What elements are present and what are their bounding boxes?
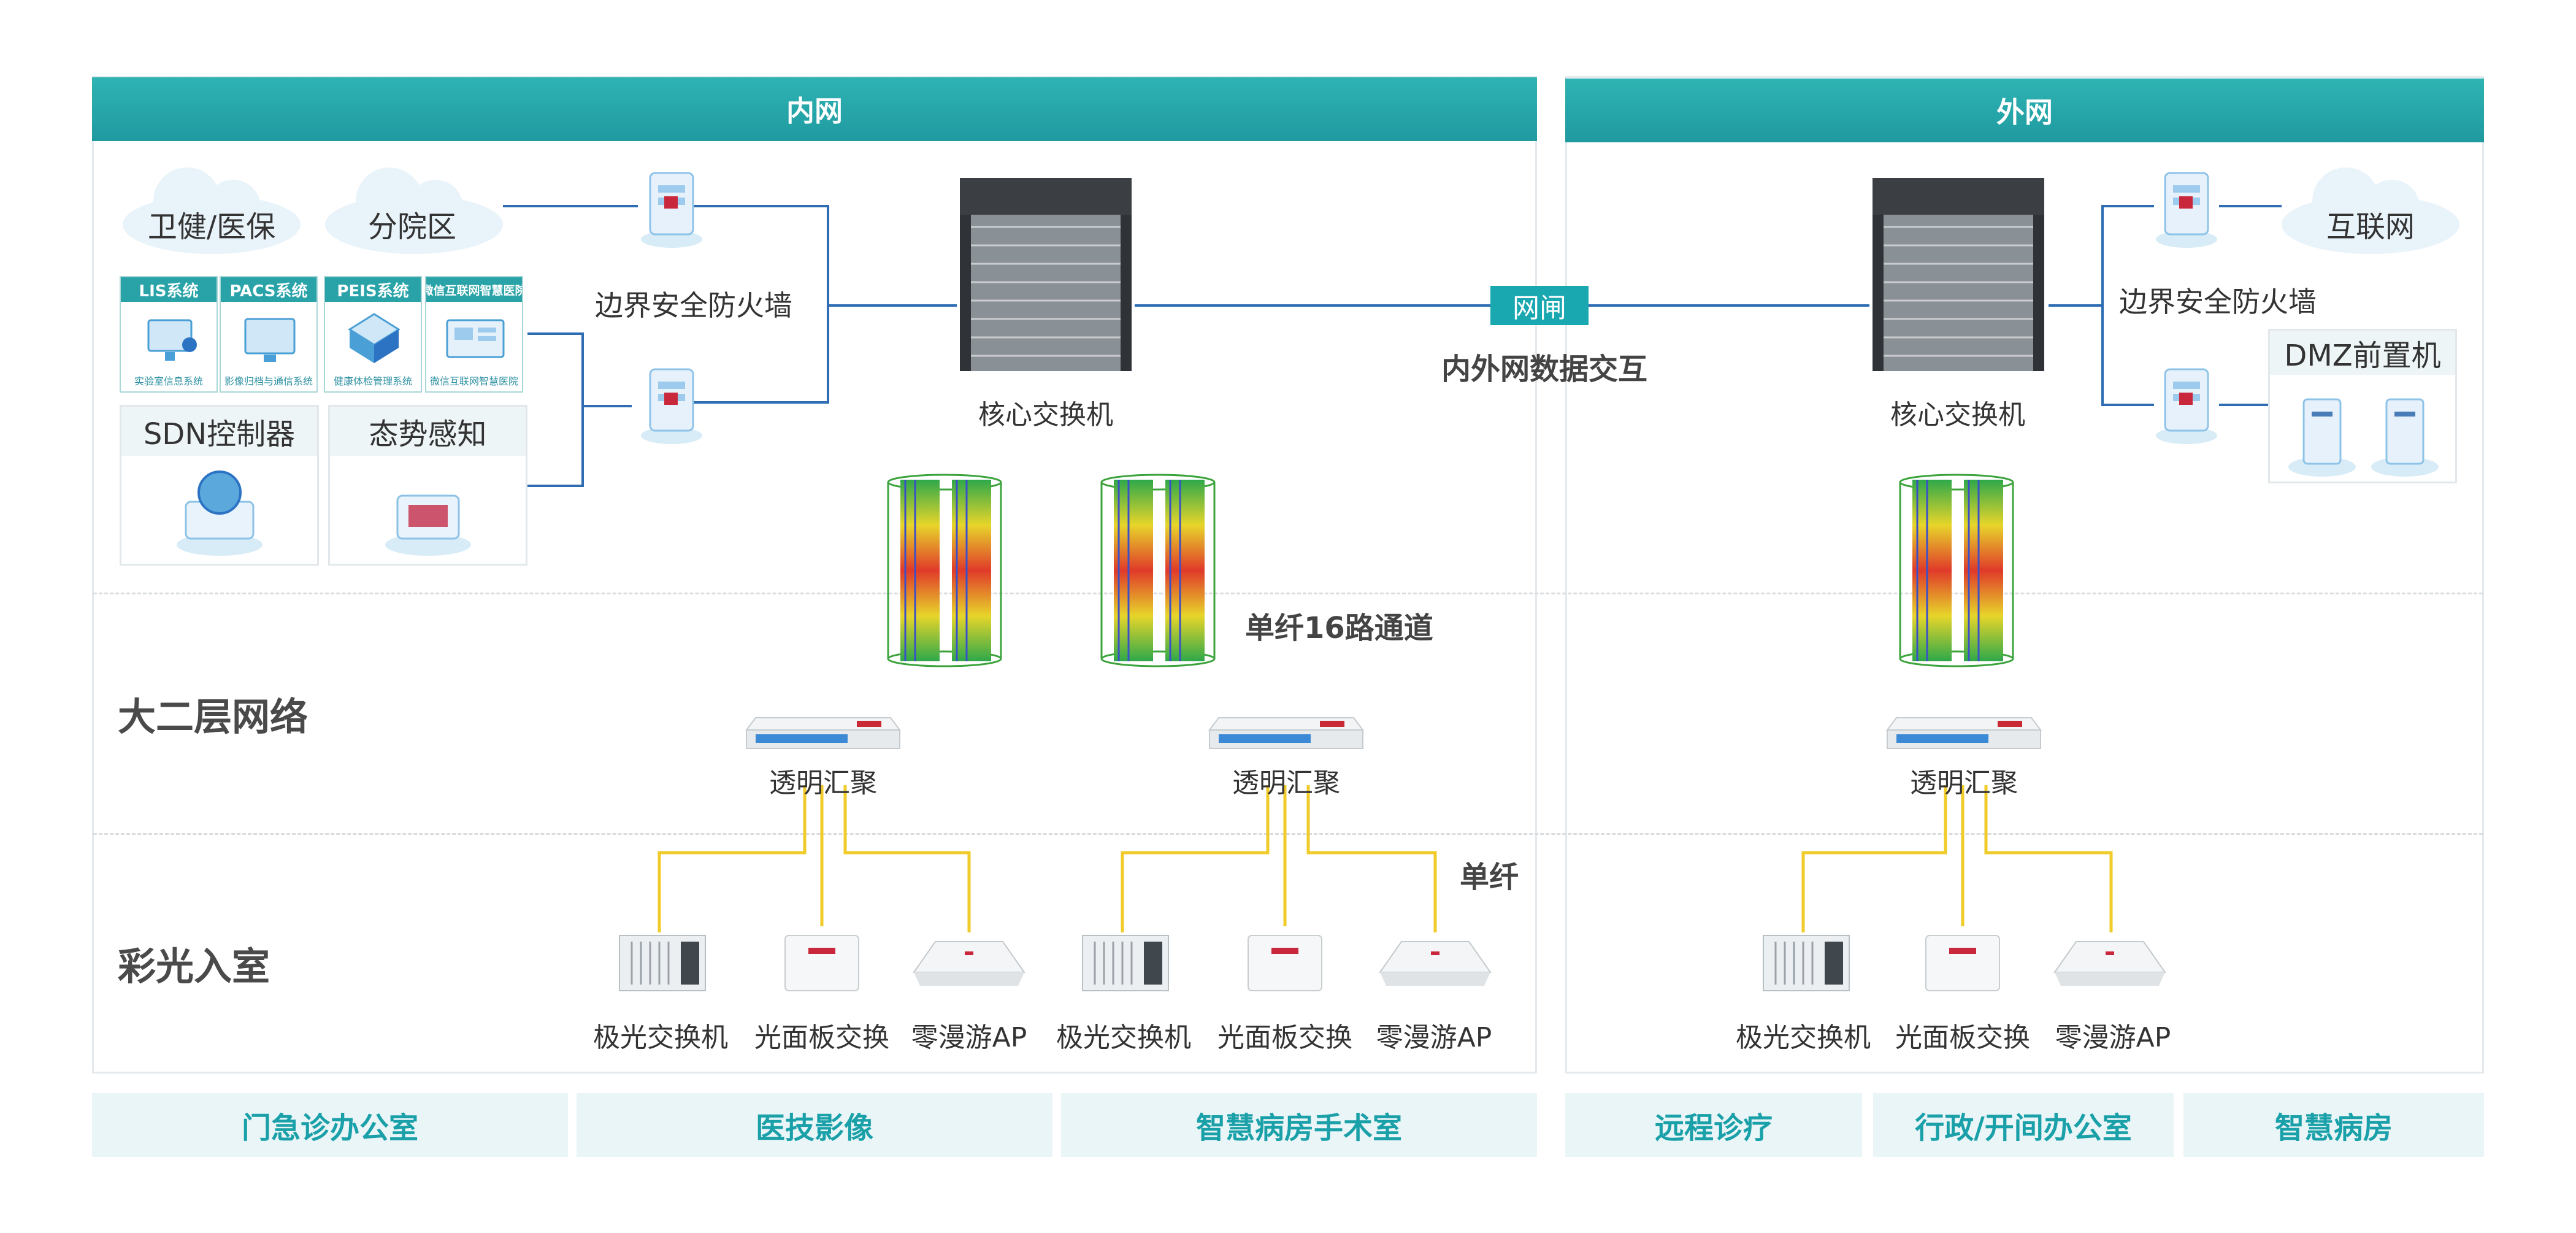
core-switch-label: 核心交换机 bbox=[1890, 399, 2025, 431]
aggregation-label: 透明汇聚 bbox=[1910, 767, 2018, 799]
layer-divider bbox=[93, 593, 2483, 594]
single-fiber-label: 单纤 bbox=[1460, 860, 1519, 894]
system-card-subtitle: 微信互联网智慧医院 bbox=[429, 375, 518, 387]
device-label-ap: 零漫游AP bbox=[2055, 1022, 2171, 1053]
aggregation-device-icon bbox=[745, 717, 901, 749]
smart-hospital-icon bbox=[446, 319, 505, 358]
gateway-badge: 网闸 bbox=[1490, 286, 1589, 325]
cloud-label-wj: 卫健/医保 bbox=[147, 210, 276, 244]
system-card-title: LIS系统 bbox=[121, 277, 217, 302]
device-label-panel: 光面板交换 bbox=[1217, 1022, 1352, 1053]
inner-network-panel bbox=[92, 76, 1537, 1074]
system-card-title: PACS系统 bbox=[221, 277, 316, 302]
device-label-switch: 极光交换机 bbox=[1736, 1022, 1871, 1053]
ap-device-icon bbox=[1379, 941, 1492, 986]
sdn-controller-box: SDN控制器 bbox=[120, 405, 319, 566]
server-icon bbox=[2288, 398, 2439, 477]
firewall-label: 边界安全防火墙 bbox=[2119, 285, 2317, 318]
inner-network-header: 内网 bbox=[92, 77, 1537, 141]
cloud-label-hlw: 互联网 bbox=[2326, 210, 2415, 244]
device-label-ap: 零漫游AP bbox=[1376, 1022, 1492, 1053]
aggregation-label: 透明汇聚 bbox=[769, 767, 877, 799]
zone-label: 智慧病房 bbox=[2183, 1093, 2484, 1157]
system-card-pacs: PACS系统 影像归档与通信系统 bbox=[220, 276, 318, 393]
layer-divider bbox=[93, 833, 2483, 835]
system-card-wechat: 微信互联网智慧医院 微信互联网智慧医院 bbox=[425, 276, 523, 393]
cloud-icon bbox=[2279, 152, 2463, 256]
outer-network-header: 外网 bbox=[1565, 79, 2484, 142]
situation-awareness-title: 态势感知 bbox=[330, 407, 526, 456]
monitor-icon bbox=[385, 494, 471, 556]
zone-label: 智慧病房手术室 bbox=[1061, 1093, 1537, 1157]
lab-icon bbox=[147, 319, 197, 361]
layer-label-color: 彩光入室 bbox=[118, 944, 270, 989]
switch-device-icon bbox=[619, 935, 706, 991]
cloud-label-fy: 分院区 bbox=[367, 210, 457, 244]
system-card-title: 微信互联网智慧医院 bbox=[426, 277, 522, 302]
device-label-panel: 光面板交换 bbox=[754, 1022, 889, 1053]
system-card-subtitle: 健康体检管理系统 bbox=[333, 375, 412, 387]
system-card-subtitle: 影像归档与通信系统 bbox=[224, 375, 313, 387]
gateway-caption: 内外网数据交互 bbox=[1441, 352, 1648, 386]
firewall-icon bbox=[641, 172, 702, 248]
channel-label: 单纤16路通道 bbox=[1245, 611, 1433, 645]
firewall-label: 边界安全防火墙 bbox=[595, 289, 792, 322]
cloud-icon bbox=[120, 152, 304, 256]
cloud-icon bbox=[322, 152, 506, 256]
layer-label-l2: 大二层网络 bbox=[118, 694, 309, 739]
zone-label: 行政/开间办公室 bbox=[1873, 1093, 2174, 1157]
panel-device-icon bbox=[1925, 935, 2000, 991]
system-card-peis: PEIS系统 健康体检管理系统 bbox=[324, 276, 422, 393]
zone-label: 医技影像 bbox=[577, 1093, 1052, 1157]
core-switch-label: 核心交换机 bbox=[978, 399, 1113, 431]
firewall-icon bbox=[2156, 368, 2217, 444]
firewall-icon bbox=[2156, 172, 2217, 248]
aggregation-label: 透明汇聚 bbox=[1232, 767, 1340, 799]
situation-awareness-box: 态势感知 bbox=[328, 405, 527, 566]
zone-label: 远程诊疗 bbox=[1565, 1093, 1862, 1157]
system-card-subtitle: 实验室信息系统 bbox=[134, 375, 203, 387]
device-label-panel: 光面板交换 bbox=[1895, 1022, 2030, 1053]
system-card-title: PEIS系统 bbox=[325, 277, 421, 302]
core-switch-icon bbox=[1873, 178, 2044, 371]
firewall-icon bbox=[641, 368, 702, 444]
zone-label: 门急诊办公室 bbox=[92, 1093, 568, 1157]
aggregation-device-icon bbox=[1208, 717, 1364, 749]
switch-device-icon bbox=[1763, 935, 1850, 991]
monitor-icon bbox=[244, 318, 296, 362]
fiber-channel-icon bbox=[1899, 474, 2014, 667]
fiber-channel-icon bbox=[1100, 474, 1216, 667]
dmz-title: DMZ前置机 bbox=[2270, 331, 2455, 375]
sdn-controller-title: SDN控制器 bbox=[121, 407, 317, 456]
dmz-box: DMZ前置机 bbox=[2268, 329, 2457, 483]
device-label-switch: 极光交换机 bbox=[1056, 1022, 1191, 1053]
aggregation-device-icon bbox=[1886, 717, 2042, 749]
device-label-switch: 极光交换机 bbox=[593, 1022, 728, 1053]
switch-device-icon bbox=[1082, 935, 1169, 991]
ap-device-icon bbox=[913, 941, 1025, 986]
panel-device-icon bbox=[1248, 935, 1322, 991]
system-card-lis: LIS系统 实验室信息系统 bbox=[120, 276, 218, 393]
fiber-channel-icon bbox=[887, 474, 1002, 667]
device-label-ap: 零漫游AP bbox=[911, 1022, 1027, 1053]
panel-device-icon bbox=[784, 935, 859, 991]
core-switch-icon bbox=[960, 178, 1132, 371]
server-icon bbox=[177, 471, 263, 556]
ap-device-icon bbox=[2053, 941, 2166, 986]
health-icon bbox=[348, 313, 401, 363]
